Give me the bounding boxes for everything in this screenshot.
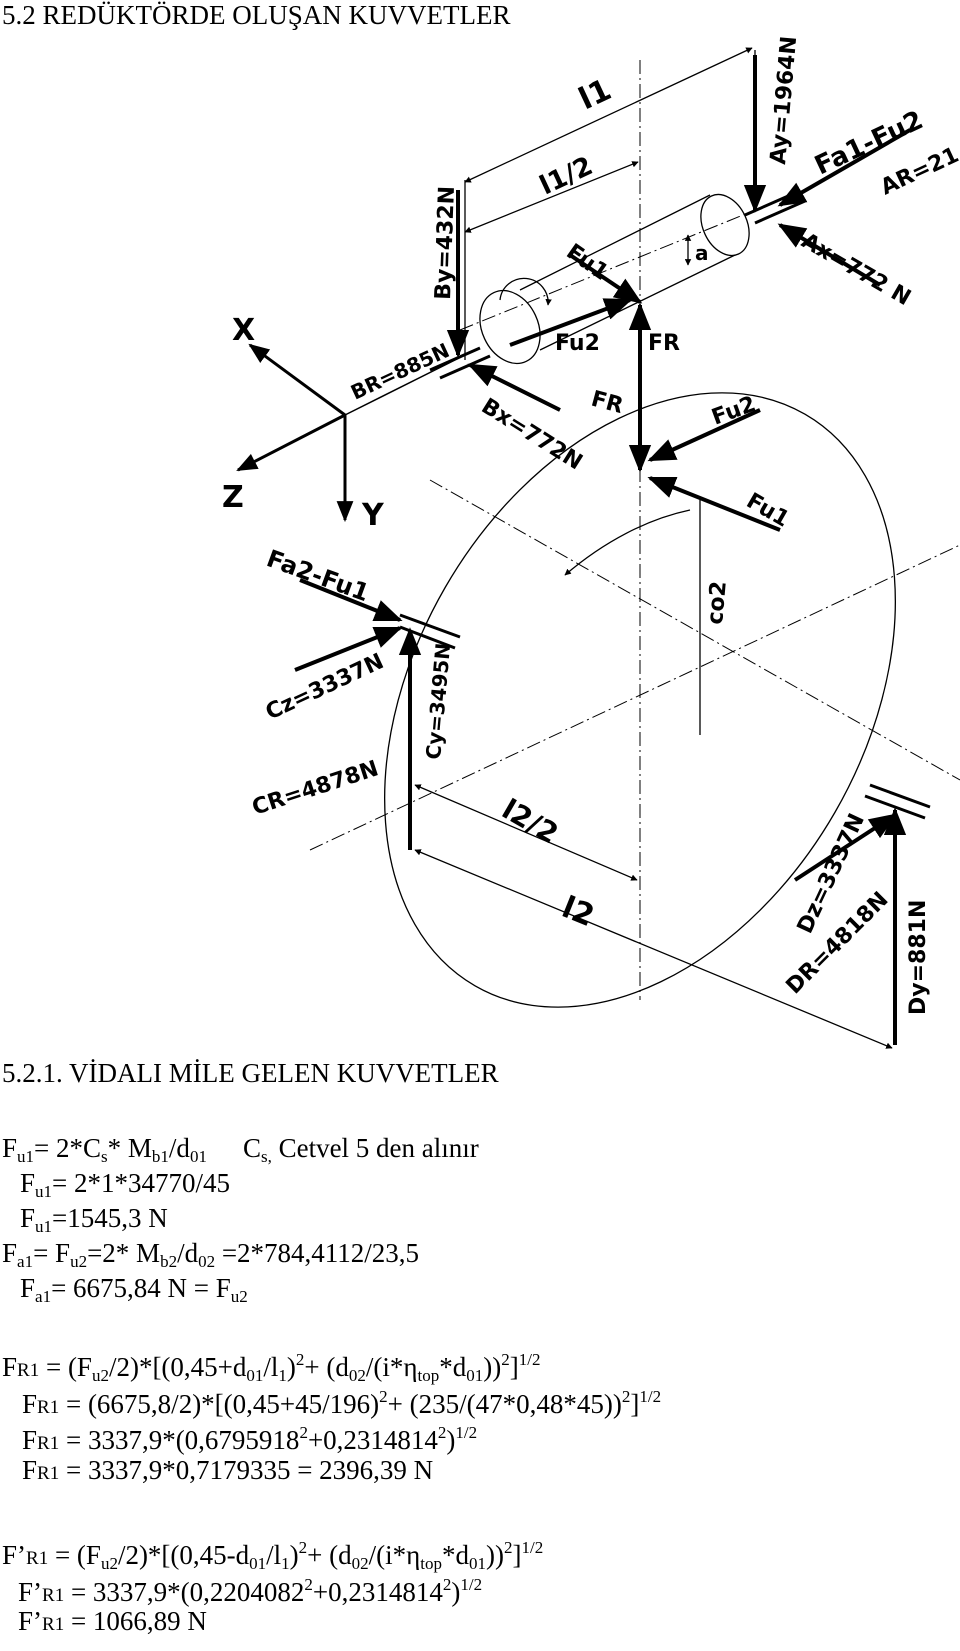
label-fr-lower: FR — [588, 387, 625, 419]
force-arrows — [294, 55, 911, 1045]
eq-fr1-sub: FR1 = (6675,8/2)*[(0,45+45/196)2+ (235/(… — [22, 1387, 662, 1419]
force-diagram: X Z Y — [222, 35, 960, 1049]
eq-fa1-result: Fa1= 6675,84 N = Fu2 — [20, 1273, 248, 1306]
eq-fu1-result: Fu1=1545,3 N — [20, 1203, 168, 1236]
label-br: BR=885N — [347, 338, 453, 405]
bearing-marks — [399, 191, 931, 820]
axis-x-label: X — [232, 313, 255, 348]
eq-fr1-result: FR1 = 3337,9*0,7179335 = 2396,39 N — [22, 1455, 434, 1485]
label-ax: Ax=772 N — [797, 229, 915, 311]
force-labels: l1 l1/2 Ay=1964N Fa1-Fu2 AR=21 Ax=772 N … — [249, 35, 960, 1015]
eq-fr1-step: FR1 = 3337,9*(0,67959182+0,23148142)1/2 — [22, 1423, 478, 1455]
eq-fr1-prime-result: F’R1 = 1066,89 N — [18, 1606, 207, 1636]
axis-y-label: Y — [361, 498, 385, 533]
label-dy: Dy=881N — [906, 900, 931, 1015]
label-fu2-worm: Fu2 — [555, 331, 600, 356]
eq-fr1-prime-step: F’R1 = 3337,9*(0,22040822+0,23148142)1/2 — [18, 1575, 483, 1607]
label-a: a — [695, 241, 709, 265]
label-by: By=432N — [431, 186, 460, 301]
axis-z-label: Z — [222, 480, 244, 515]
label-cy: Cy=3495N — [421, 642, 455, 761]
center-lines — [309, 60, 960, 1000]
label-co2: co2 — [703, 580, 732, 625]
label-cr: CR=4878N — [249, 756, 381, 820]
label-l1: l1 — [574, 72, 617, 117]
eq-fu1-sub: Fu1= 2*1*34770/45 — [20, 1168, 231, 1201]
eq-fr1-prime-formula: F’R1 = (Fu2/2)*[(0,45-d01/l1)2+ (d02/(i*… — [2, 1538, 544, 1573]
label-cz: Cz=3337N — [262, 649, 388, 725]
label-dr: DR=4818N — [782, 887, 894, 999]
subsection-heading: 5.2.1. VİDALI MİLE GELEN KUVVETLER — [2, 1058, 499, 1088]
label-fa2-fu1: Fa2-Fu1 — [263, 544, 373, 607]
label-l2-half: l2/2 — [497, 792, 564, 850]
eq-fa1-formula: Fa1= Fu2=2* Mb2/d02 =2*784,4112/23,5 — [2, 1238, 420, 1271]
label-l2: l2 — [557, 890, 599, 934]
label-ar: AR=21 — [877, 143, 960, 201]
label-fu2-wheel: Fu2 — [709, 392, 760, 431]
label-ay: Ay=1964N — [766, 35, 802, 165]
eq-fr1-formula: FR1 = (Fu2/2)*[(0,45+d01/l1)2+ (d02/(i*η… — [2, 1350, 541, 1385]
label-fr-upper: FR — [648, 331, 680, 356]
label-l1-half: l1/2 — [535, 151, 597, 201]
section-heading: 5.2 REDÜKTÖRDE OLUŞAN KUVVETLER — [2, 0, 511, 30]
label-bx: Bx=772N — [477, 394, 587, 475]
axes: X Z Y — [222, 313, 466, 533]
